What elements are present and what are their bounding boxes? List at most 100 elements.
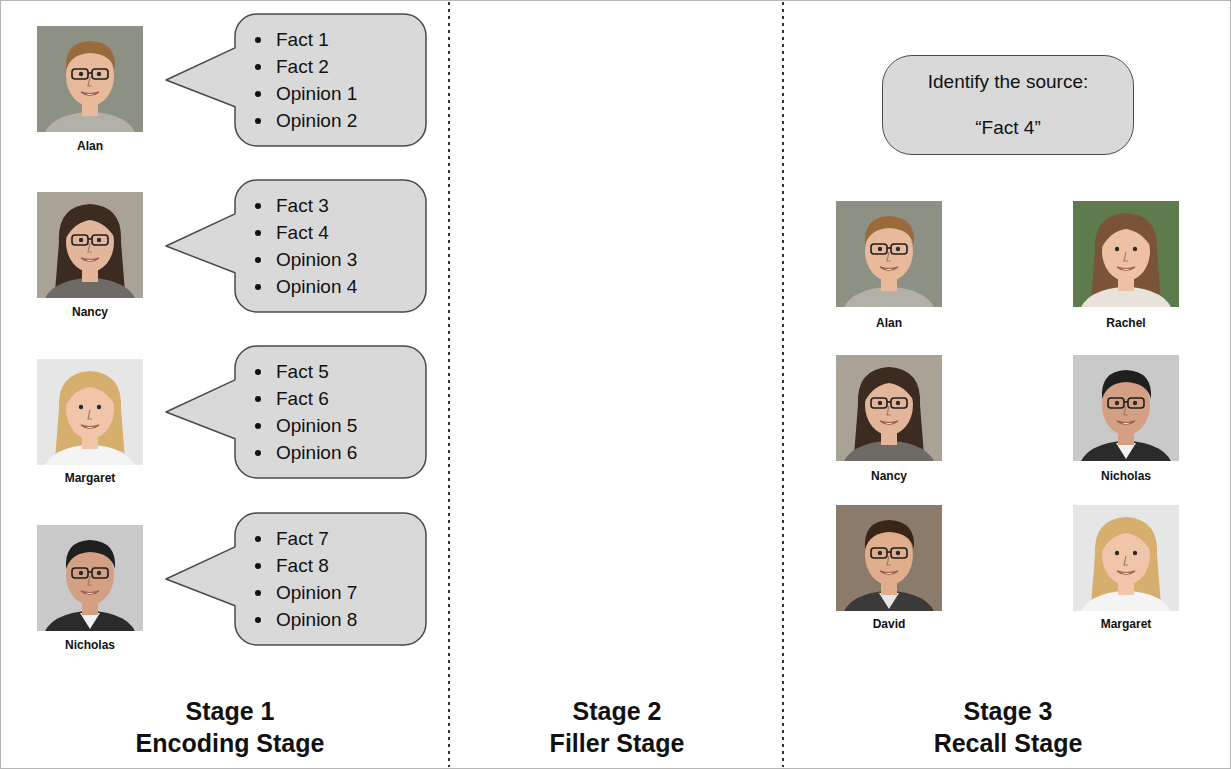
person-name: Alan (77, 139, 103, 153)
nose (88, 77, 92, 86)
eye (1115, 247, 1119, 251)
stage-title: Encoding Stage (136, 728, 325, 758)
hair-back (55, 371, 125, 459)
glasses-bridge (887, 401, 891, 403)
nose (887, 556, 891, 565)
bullet-dot (255, 450, 261, 456)
hair-front (865, 374, 914, 401)
face-photo (37, 192, 143, 330)
eye (896, 551, 900, 555)
bullet-dot (255, 230, 261, 236)
bullet-text: Fact 4 (276, 219, 329, 246)
bullet-text: Opinion 8 (276, 606, 357, 633)
nose (1124, 252, 1128, 261)
glasses-lens (72, 235, 88, 245)
prompt-bubble: Identify the source:“Fact 4” (882, 55, 1134, 155)
person-name: Nancy (72, 305, 108, 319)
bullet-text: Fact 8 (276, 552, 329, 579)
glasses-lens (92, 568, 108, 578)
eye (878, 247, 882, 251)
bullet-text: Fact 2 (276, 53, 329, 80)
glasses-lens (891, 244, 907, 254)
bullet-item: Opinion 7 (255, 579, 417, 606)
bubble-body: Fact 5Fact 6Opinion 5Opinion 6 (235, 345, 427, 479)
shirt-collar (1116, 443, 1136, 459)
bullet-item: Fact 4 (255, 219, 417, 246)
glasses-lens (871, 398, 887, 408)
eye (97, 238, 101, 242)
face-photo (37, 26, 143, 164)
person-name: Margaret (65, 471, 116, 485)
bullet-text: Opinion 1 (276, 80, 357, 107)
eye (878, 401, 882, 405)
person-name: Nicholas (1101, 469, 1151, 483)
face-photo (1073, 201, 1179, 339)
stage-title: Recall Stage (934, 728, 1083, 758)
bullet-item: Opinion 3 (255, 246, 417, 273)
head (66, 379, 114, 439)
nose (88, 243, 92, 252)
stage-title: Filler Stage (550, 728, 685, 758)
speech-bubble: Fact 3Fact 4Opinion 3Opinion 4 (165, 179, 427, 313)
speech-bubble: Fact 7Fact 8Opinion 7Opinion 8 (165, 512, 427, 646)
bullet-item: Fact 5 (255, 358, 417, 385)
stage-title: Stage 2 (573, 696, 662, 726)
smile (880, 267, 898, 271)
shoulders (44, 278, 136, 330)
bullet-item: Fact 2 (255, 53, 417, 80)
bubble-body: Fact 7Fact 8Opinion 7Opinion 8 (235, 512, 427, 646)
glasses-bridge (88, 571, 92, 573)
photo-background (1073, 355, 1179, 461)
speech-bubble: Fact 5Fact 6Opinion 5Opinion 6 (165, 345, 427, 479)
bullet-item: Opinion 2 (255, 107, 417, 134)
bullet-dot (255, 257, 261, 263)
bullet-dot (255, 203, 261, 209)
bullet-text: Fact 5 (276, 358, 329, 385)
bullet-item: Opinion 8 (255, 606, 417, 633)
shoulders (843, 441, 935, 493)
eye (1115, 551, 1119, 555)
bubble-path (166, 180, 426, 312)
bullet-item: Fact 1 (255, 26, 417, 53)
nose (1124, 556, 1128, 565)
bullet-text: Fact 6 (276, 385, 329, 412)
nose (887, 252, 891, 261)
bubble-path (166, 513, 426, 645)
bullet-dot (255, 118, 261, 124)
bullet-item: Fact 7 (255, 525, 417, 552)
person-name: Margaret (1101, 617, 1152, 631)
smile (81, 591, 99, 595)
eye (97, 571, 101, 575)
eye (1133, 401, 1137, 405)
bullet-item: Fact 6 (255, 385, 417, 412)
eye (1133, 551, 1137, 555)
glasses-lens (72, 568, 88, 578)
bullet-dot (255, 64, 261, 70)
shoulders (843, 591, 935, 643)
head (865, 375, 913, 435)
glasses-bridge (887, 247, 891, 249)
bullet-item: Opinion 6 (255, 439, 417, 466)
hair-short (865, 520, 914, 549)
glasses-lens (871, 548, 887, 558)
bullet-item: Opinion 5 (255, 412, 417, 439)
nose (88, 410, 92, 419)
hair-front (1102, 524, 1151, 551)
prompt-text: “Fact 4” (975, 116, 1040, 140)
face-photo (1073, 355, 1179, 493)
person-name: Nicholas (65, 638, 115, 652)
eye (79, 571, 83, 575)
person-name: Rachel (1106, 316, 1145, 330)
bullet-text: Opinion 5 (276, 412, 357, 439)
smile (81, 425, 99, 429)
hair-back (1091, 213, 1161, 301)
eye (79, 405, 83, 409)
bubble-path (166, 14, 426, 146)
hair-front (66, 211, 115, 238)
bullet-item: Opinion 1 (255, 80, 417, 107)
smile (1117, 267, 1135, 271)
stage-divider (448, 2, 450, 767)
smile (880, 571, 898, 575)
speech-bubble: Fact 1Fact 2Opinion 1Opinion 2 (165, 13, 427, 147)
